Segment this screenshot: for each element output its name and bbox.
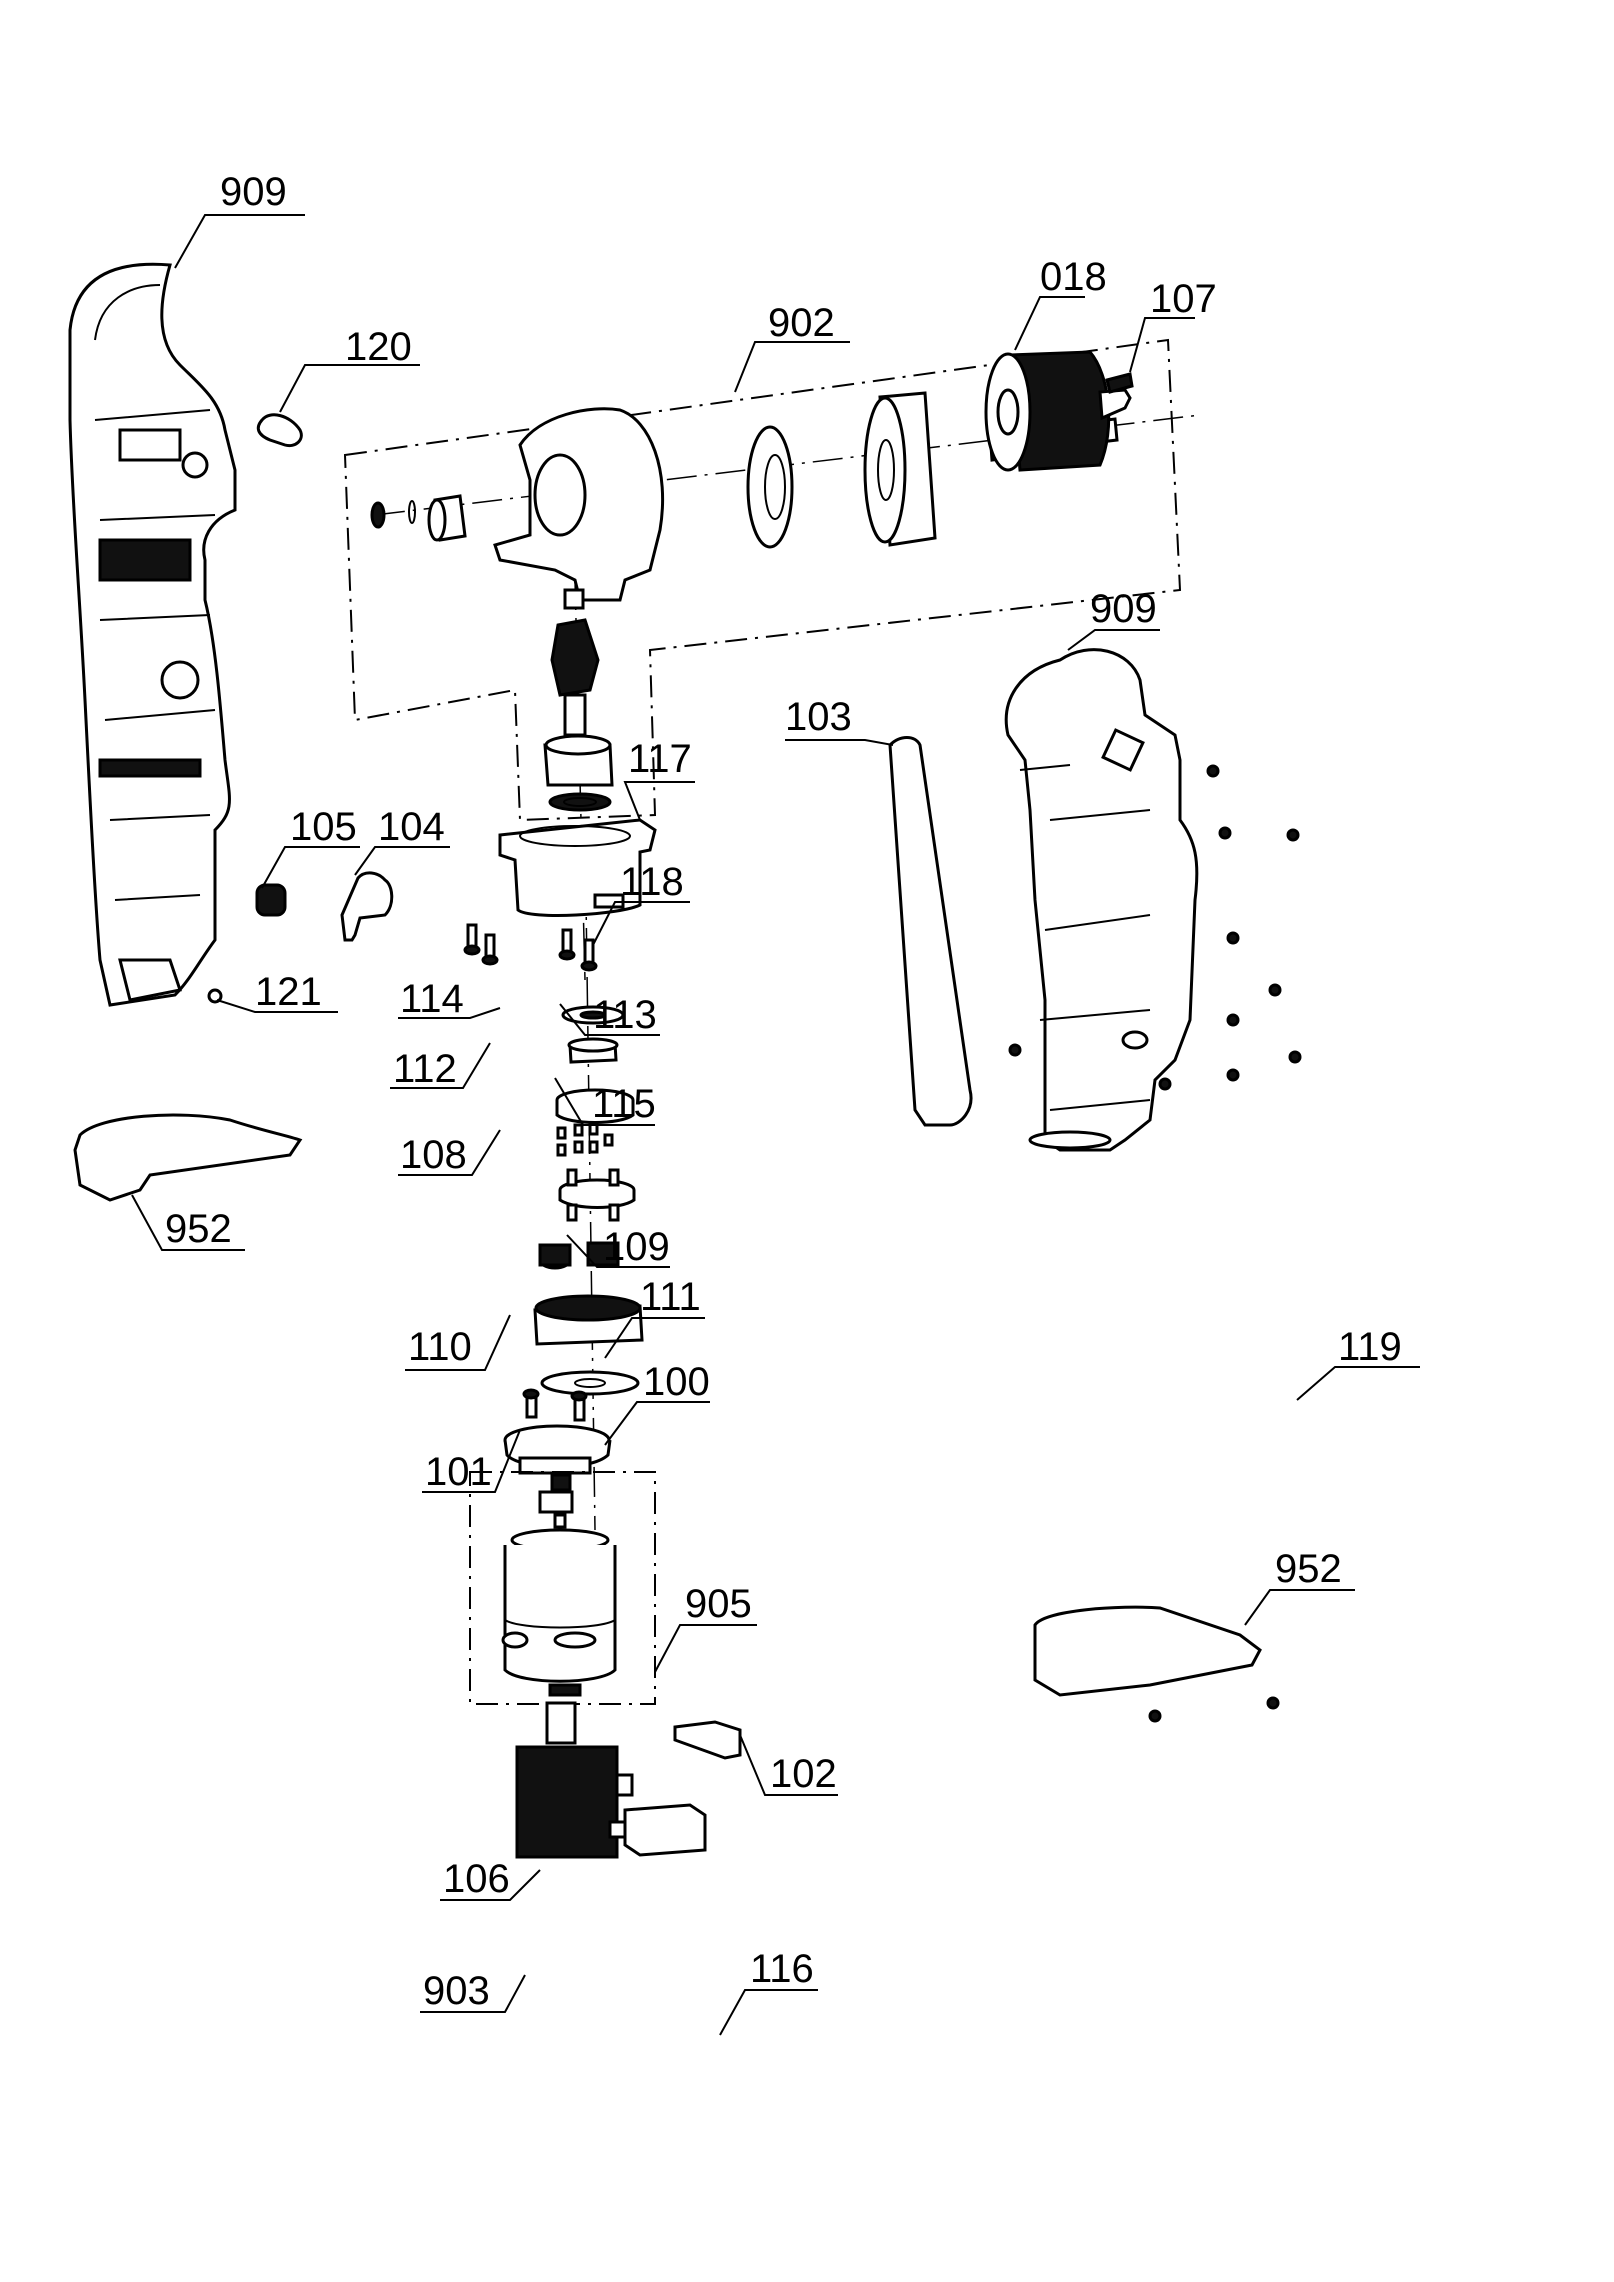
part-120-clip — [256, 413, 303, 448]
right-housing-half — [1004, 648, 1199, 1152]
label-116: 116 — [750, 1947, 814, 1991]
callout-121: 121 — [216, 970, 338, 1014]
callout-115: 115 — [554, 1077, 656, 1126]
part-107-screw — [1105, 372, 1134, 394]
part-952-left-cover — [73, 1113, 303, 1202]
part-111-plate — [540, 1370, 640, 1396]
label-109: 109 — [603, 1225, 670, 1269]
label-107: 107 — [1150, 277, 1217, 321]
callout-119: 119 — [1296, 1325, 1420, 1401]
callout-103: 103 — [785, 695, 894, 746]
label-113: 113 — [593, 993, 657, 1037]
label-909-right: 909 — [1090, 587, 1157, 631]
label-114: 114 — [400, 977, 464, 1021]
part-952-right-cover — [1033, 1605, 1262, 1697]
callout-110: 110 — [405, 1314, 511, 1371]
label-112: 112 — [393, 1047, 457, 1091]
label-118: 118 — [620, 860, 684, 904]
label-100: 100 — [643, 1360, 710, 1404]
callout-952-left: 952 — [131, 1194, 245, 1251]
callout-112: 112 — [390, 1042, 491, 1091]
part-108-planet-carrier — [558, 1168, 636, 1222]
label-103: 103 — [785, 695, 852, 739]
part-121-ball — [207, 988, 223, 1004]
part-118-screws — [463, 923, 598, 972]
part-100-motor-flange — [503, 1424, 612, 1475]
label-952-left: 952 — [165, 1207, 232, 1251]
callout-909-right: 909 — [1067, 587, 1160, 651]
label-119: 119 — [1338, 1325, 1402, 1369]
callout-903: 903 — [420, 1969, 526, 2013]
label-902: 902 — [768, 301, 835, 345]
callout-018: 018 — [1014, 255, 1107, 351]
callout-108: 108 — [398, 1129, 501, 1177]
label-110: 110 — [408, 1325, 472, 1369]
part-116-module — [608, 1803, 707, 1857]
part-106-coupling — [545, 1701, 577, 1745]
callout-902: 902 — [734, 301, 850, 393]
label-108: 108 — [400, 1133, 467, 1177]
label-105: 105 — [290, 805, 357, 849]
label-101: 101 — [425, 1450, 492, 1494]
callout-114: 114 — [398, 977, 501, 1021]
callout-104: 104 — [354, 805, 450, 876]
callout-909-left: 909 — [174, 170, 305, 269]
label-018: 018 — [1040, 255, 1107, 299]
callout-117: 117 — [623, 737, 695, 821]
label-952-right: 952 — [1275, 1547, 1342, 1591]
label-120: 120 — [345, 325, 412, 369]
part-905-motor — [469, 1471, 656, 1705]
part-115-pins — [556, 1122, 614, 1157]
gear-head-assembly — [343, 338, 1201, 981]
part-110-ring-gear — [533, 1294, 644, 1346]
callout-111: 111 — [604, 1275, 705, 1359]
part-103-side-strip — [888, 736, 973, 1127]
callout-101: 101 — [422, 1429, 521, 1494]
label-909: 909 — [220, 170, 287, 214]
label-111: 111 — [640, 1275, 701, 1319]
callout-952-right: 952 — [1244, 1547, 1355, 1626]
part-119-screws — [1008, 764, 1302, 1723]
label-121: 121 — [255, 970, 322, 1014]
left-housing-half — [68, 262, 237, 1007]
part-018-chuck — [984, 350, 1132, 472]
part-105-spring — [255, 883, 287, 917]
callout-102: 102 — [739, 1734, 838, 1796]
callout-113: 113 — [559, 993, 660, 1037]
callout-100: 100 — [604, 1360, 710, 1446]
part-109-planet-gears — [538, 1241, 620, 1270]
label-104: 104 — [378, 805, 445, 849]
callout-107: 107 — [1129, 277, 1217, 373]
callout-116: 116 — [719, 1947, 818, 2036]
label-117: 117 — [628, 737, 692, 781]
callout-106: 106 — [440, 1857, 541, 1901]
part-903-switch — [515, 1745, 634, 1859]
label-102: 102 — [770, 1752, 837, 1796]
label-905: 905 — [685, 1582, 752, 1626]
label-903: 903 — [423, 1969, 490, 2013]
label-106: 106 — [443, 1857, 510, 1901]
part-117-gear-case — [498, 818, 657, 917]
part-101-screws — [522, 1388, 588, 1422]
part-102-slider — [673, 1720, 742, 1760]
callout-905: 905 — [654, 1582, 757, 1673]
callout-109: 109 — [566, 1225, 670, 1269]
part-104-lock-lever — [340, 871, 394, 942]
callout-118: 118 — [592, 860, 690, 946]
callout-120: 120 — [279, 325, 420, 413]
callout-105: 105 — [261, 805, 360, 889]
label-115: 115 — [592, 1082, 656, 1126]
